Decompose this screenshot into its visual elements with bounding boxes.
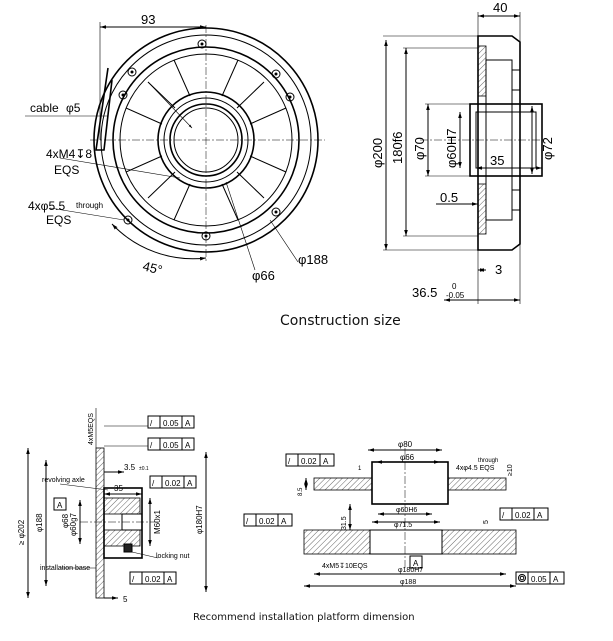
installation-base-label: installation base (40, 565, 90, 572)
cable-diameter-label: φ5 (66, 101, 81, 115)
diameter-80-label: φ80 (398, 440, 413, 449)
svg-text:0.02: 0.02 (301, 457, 317, 466)
through-word-label: through (76, 201, 103, 210)
dim-31-5-label: 31.5 (341, 516, 348, 530)
dim-5-br-label: 5 (483, 520, 490, 524)
dim-8-5-label: 8.5 (298, 487, 304, 496)
tolerance-frame-r3: / 0.02 A (499, 507, 549, 521)
tolerance-frame-1: / 0.05 A (147, 415, 195, 429)
diameter-60h6-label: φ60H6 (396, 507, 417, 514)
side-view (383, 12, 545, 304)
svg-text:0.05: 0.05 (531, 575, 547, 584)
svg-text:A: A (185, 441, 191, 450)
datum-a-label: A (57, 501, 63, 510)
svg-text:0.02: 0.02 (145, 575, 161, 584)
tolerance-frame-r2: / 0.02 A (243, 513, 293, 527)
cable-label: cable (30, 101, 59, 115)
svg-text:/: / (150, 419, 153, 428)
tolerance-frame-4: / 0.02 A (129, 571, 177, 585)
caption-construction-size: Construction size (280, 313, 401, 329)
caption-installation-platform: Recommend installation platform dimensio… (193, 612, 415, 623)
diameter-70-label: φ70 (412, 137, 427, 160)
svg-text:A: A (187, 479, 193, 488)
tolerance-upper-label: 0 (452, 282, 457, 291)
locking-nut-label: locking nut (156, 553, 190, 560)
m5-thread-label: 4xM5EQS (88, 413, 95, 445)
dim-36-5-label: 36.5 (412, 285, 437, 300)
dim-5-bl-label: 5 (123, 595, 128, 604)
install-right (303, 448, 517, 588)
datum-a-br-label: A (413, 559, 419, 568)
diameter-68-label: φ68 (61, 513, 70, 528)
m5-thread-br-label: 4xM5↧10EQS (322, 562, 368, 570)
tolerance-frame-3: / 0.02 A (149, 475, 197, 489)
diameter-72-label: φ72 (540, 137, 555, 160)
dim-40-label: 40 (493, 0, 507, 15)
tolerance-frame-2: / 0.05 A (147, 437, 195, 451)
dim-3-5-tolerance: ±0.1 (139, 466, 149, 472)
svg-text:/: / (246, 517, 249, 526)
diameter-180h7-bl-label: φ180H7 (195, 505, 204, 534)
diameter-188-br-label: φ188 (400, 579, 416, 586)
svg-text:0.02: 0.02 (259, 517, 275, 526)
concentricity-frame: 0.05 A (515, 571, 565, 585)
m4-thread-label: 4xM4↧8 (46, 147, 92, 161)
through-label: through (478, 458, 498, 464)
diameter-66-br-label: φ66 (400, 453, 415, 462)
diameter-202-label: ≥ φ202 (17, 519, 26, 545)
svg-text:0.02: 0.02 (515, 511, 531, 520)
tolerance-frame-r1: / 0.02 A (285, 453, 335, 467)
dim-1-label: 1 (358, 466, 362, 472)
angle-45-label: 45° (141, 258, 164, 277)
diameter-188-label: φ188 (298, 252, 328, 267)
diameter-180h7-br-label: φ180H7 (398, 567, 423, 574)
svg-text:0.05: 0.05 (163, 419, 179, 428)
tolerance-lower-label: -0.05 (446, 291, 465, 300)
svg-text:0.02: 0.02 (165, 479, 181, 488)
svg-text:/: / (502, 511, 505, 520)
through-holes-label: 4xφ5.5 (28, 199, 65, 213)
svg-text:/: / (132, 575, 135, 584)
diameter-66-label: φ66 (252, 268, 275, 283)
dim-35-bl-label: 35 (114, 484, 123, 493)
svg-text:/: / (288, 457, 291, 466)
dim-93-label: 93 (141, 12, 155, 27)
m4-eqs-label: EQS (54, 163, 79, 177)
svg-text:A: A (553, 575, 559, 584)
svg-text:A: A (323, 457, 329, 466)
through-eqs-label: EQS (46, 213, 71, 227)
dim-10-label: ≥10 (507, 464, 514, 476)
holes-4x4-5-label: 4xφ4.5 EQS (456, 465, 495, 472)
svg-text:A: A (537, 511, 543, 520)
diameter-71-5-label: φ71.5 (394, 522, 412, 529)
dim-0-5-label: 0.5 (440, 190, 458, 205)
svg-text:/: / (150, 441, 153, 450)
svg-text:A: A (167, 575, 173, 584)
diameter-180f6-label: 180f6 (390, 131, 405, 164)
m60-thread-label: M60x1 (153, 509, 162, 534)
diameter-188-bl-label: φ188 (35, 513, 44, 532)
revolving-axle-label: revolving axle (42, 477, 85, 484)
svg-text:0.05: 0.05 (163, 441, 179, 450)
dim-3-5-label: 3.5 (124, 463, 136, 472)
front-view (25, 22, 325, 271)
dim-35-label: 35 (490, 153, 504, 168)
diameter-200-label: φ200 (370, 138, 385, 168)
install-left (26, 408, 208, 600)
diameter-60g7-label: φ60g7 (69, 512, 78, 536)
svg-text:A: A (185, 419, 191, 428)
svg-text:/: / (152, 479, 155, 488)
diameter-60h7-label: φ60H7 (444, 128, 459, 168)
svg-text:A: A (281, 517, 287, 526)
dim-3-label: 3 (495, 262, 502, 277)
concentricity-icon (518, 574, 526, 582)
mounting-hole-icon (118, 39, 295, 241)
